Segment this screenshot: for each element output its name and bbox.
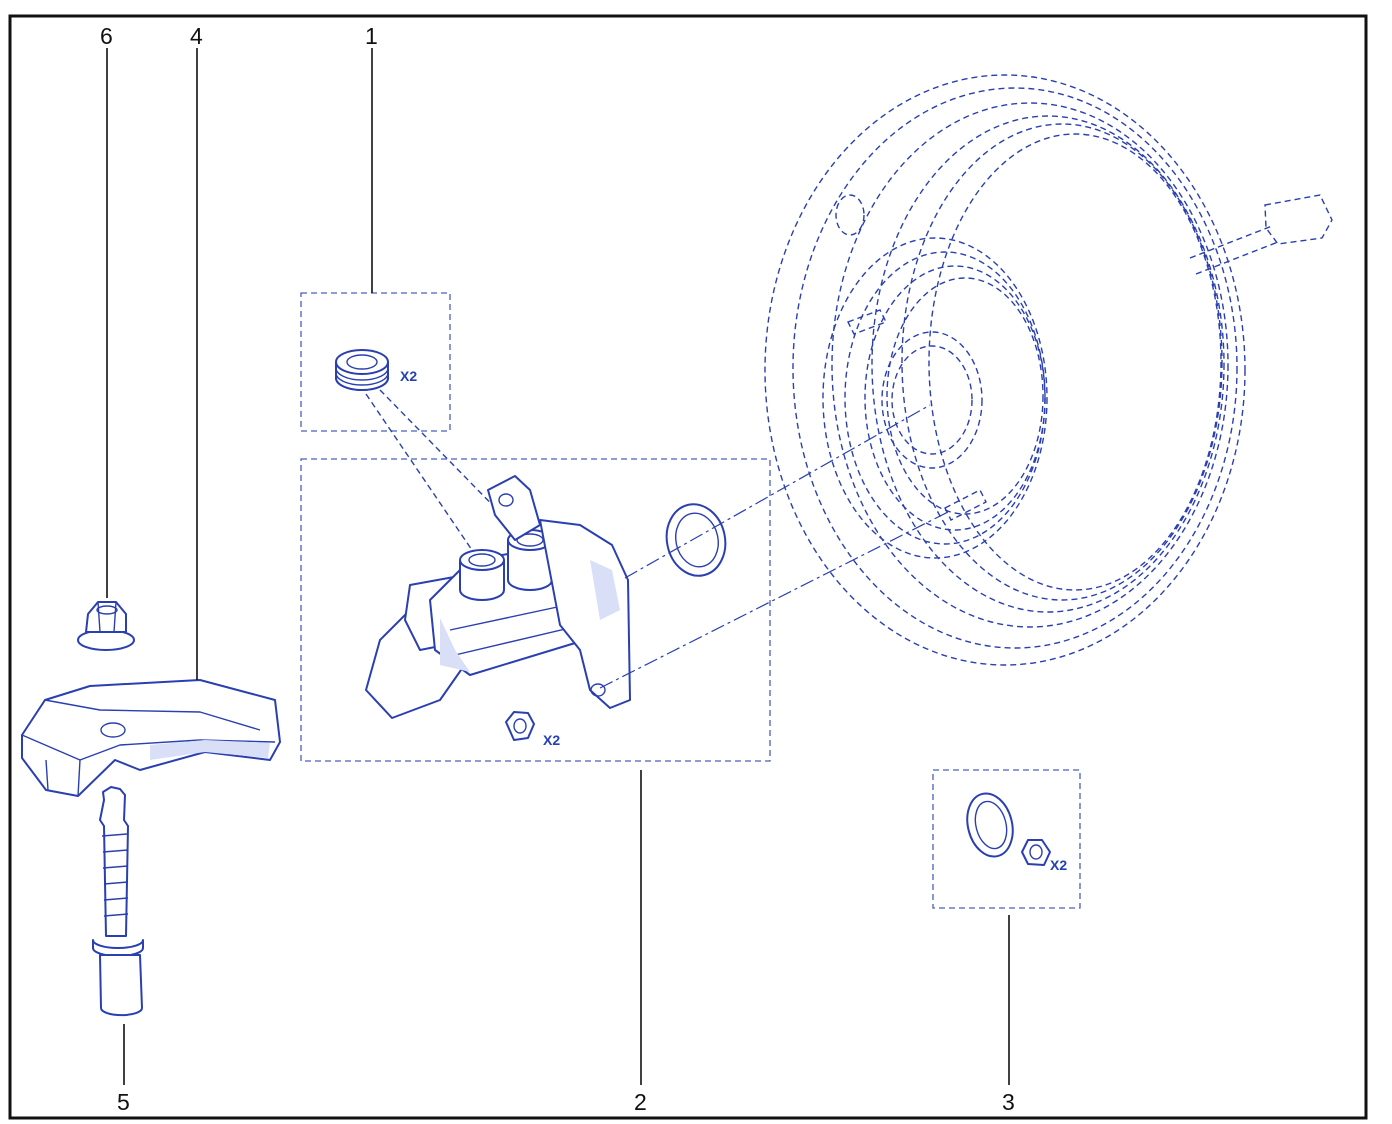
axis-line-bore: [624, 404, 931, 579]
brake-booster-ghost: [764, 74, 1333, 666]
seal-quantity-label: X2: [400, 368, 417, 384]
nut-quantity-label: X2: [543, 732, 560, 748]
callout-3: 3: [1002, 1089, 1015, 1115]
axis-line-stud: [599, 511, 949, 689]
kit-box-1: [300, 292, 451, 432]
nut-icon: [505, 711, 535, 741]
kit-box-3: [932, 769, 1081, 909]
callout-1: 1: [365, 23, 378, 49]
callout-2: 2: [634, 1089, 647, 1115]
assembly-line-seal-a: [365, 393, 477, 557]
diagram-frame: [8, 14, 1368, 1120]
callout-5: 5: [117, 1089, 130, 1115]
kit-nut-quantity-label: X2: [1050, 857, 1067, 873]
kit-ring-icon: [966, 792, 1014, 858]
bracket-icon: [21, 679, 281, 797]
kit-box-2: [300, 458, 771, 762]
reservoir-seal-icon: [335, 349, 389, 391]
callout-4: 4: [190, 23, 203, 49]
kit-nut-icon: [1021, 839, 1051, 866]
callout-6: 6: [100, 23, 113, 49]
o-ring-icon: [665, 503, 727, 577]
stud-icon: [92, 786, 144, 1017]
flange-nut-icon: [77, 601, 135, 651]
master-cylinder-icon: [365, 475, 631, 719]
